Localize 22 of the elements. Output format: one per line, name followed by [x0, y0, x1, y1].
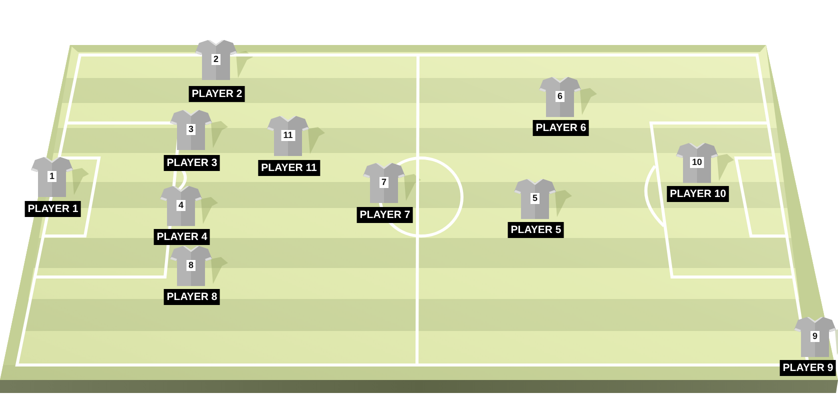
player-name-label: PLAYER 7 [356, 207, 414, 223]
player-name-label: PLAYER 2 [188, 86, 246, 102]
jersey-number: 2 [212, 54, 220, 65]
player-name-label: PLAYER 8 [164, 289, 220, 305]
jersey-number: 9 [810, 331, 820, 342]
jersey-number: 8 [186, 260, 196, 271]
jersey-number: 3 [186, 124, 196, 135]
player-name-label: PLAYER 10 [666, 186, 730, 202]
player-name-label: PLAYER 11 [258, 160, 320, 176]
player-name-label: PLAYER 1 [24, 201, 82, 217]
player-name-label: PLAYER 5 [508, 222, 564, 238]
player-name-label: PLAYER 9 [780, 360, 836, 376]
jersey-number: 6 [556, 91, 564, 102]
jersey-number: 1 [48, 171, 56, 182]
player-name-label: PLAYER 4 [154, 229, 210, 245]
player-name-label: PLAYER 6 [532, 120, 590, 136]
jersey-number: 11 [281, 130, 295, 141]
jersey-number: 4 [176, 200, 186, 211]
jersey-number: 5 [530, 193, 540, 204]
jersey-number: 10 [690, 157, 704, 168]
player-name-label: PLAYER 3 [164, 155, 220, 171]
jersey-number: 7 [380, 177, 388, 188]
